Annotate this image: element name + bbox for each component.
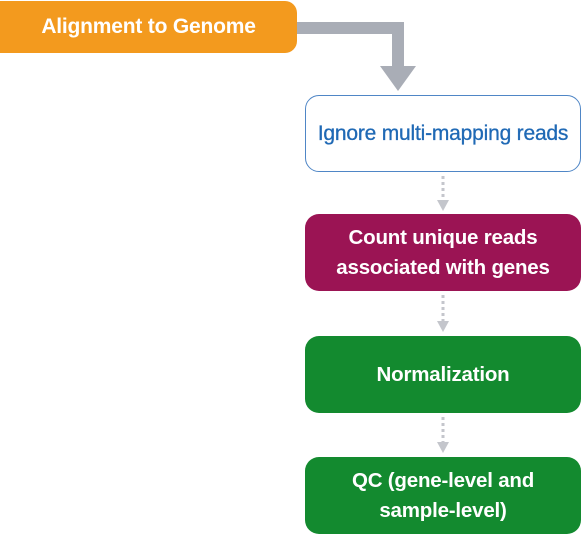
arrow-normalization-to-qc [437, 417, 449, 453]
arrow-ignore-to-count [437, 176, 449, 211]
node-alignment-to-genome: Alignment to Genome [0, 1, 297, 53]
node-ignore-label: Ignore multi-mapping reads [317, 121, 569, 145]
arrow-count-to-normalization [437, 295, 449, 332]
node-count-label: Count unique reads associated with genes [336, 225, 550, 279]
node-qc-label: QC (gene-level and sample-level) [351, 468, 535, 522]
node-alignment-label: Alignment to Genome [41, 15, 256, 38]
node-ignore-multi-mapping: Ignore multi-mapping reads [305, 95, 581, 172]
node-normalization: Normalization [305, 336, 581, 413]
node-normalization-label: Normalization [376, 362, 510, 386]
node-count-unique-reads: Count unique reads associated with genes [305, 214, 581, 291]
arrow-alignment-to-ignore [297, 22, 416, 91]
node-qc: QC (gene-level and sample-level) [305, 457, 581, 534]
